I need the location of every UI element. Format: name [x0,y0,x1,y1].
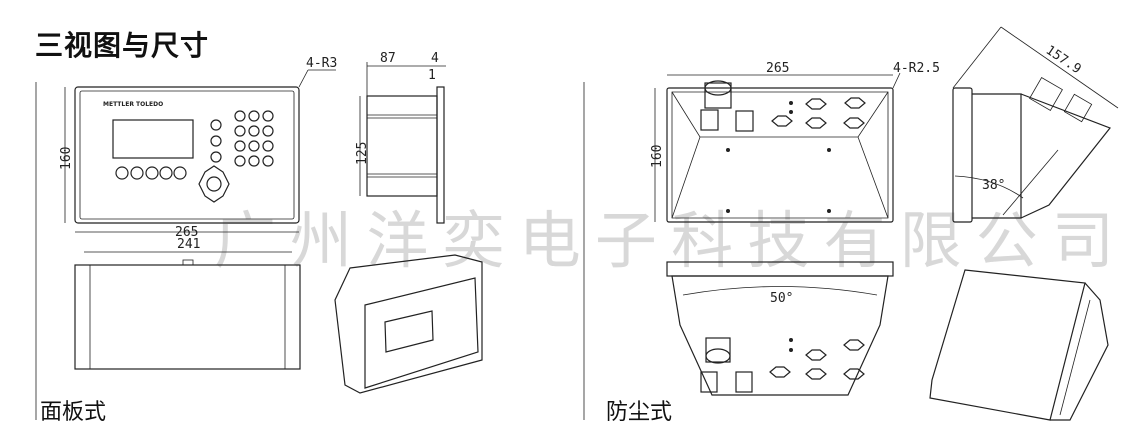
panel-bottom-view: 241 [74,237,301,370]
page-title: 三视图与尺寸 [35,29,210,62]
watermark: 广州洋奕电子科技有限公司 [214,204,1114,277]
dim-dust-corner: 4-R2.5 [893,61,940,76]
dim-panel-plate: 4 [431,51,439,66]
dim-panel-width: 265 [175,225,198,240]
brand-text: METTLER TOLEDO [103,101,163,108]
dim-panel-height: 160 [59,147,74,170]
dim-dust-height: 160 [650,145,665,168]
panel-mount-label: 面板式 [40,400,107,425]
dustproof-label: 防尘式 [606,400,673,425]
dim-dust-bottom-angle: 50° [770,291,793,306]
dim-dust-side-angle: 38° [982,178,1005,193]
dust-bottom-view: 50° [666,261,894,396]
panel-side-view: 87 4 1 125 [355,51,446,224]
dust-side-view: 157.9 38° [952,26,1119,223]
panel-front-view: METTLER TOLEDO 160 265 4-R3 [59,56,337,240]
panel-perspective-view [334,254,483,394]
dim-panel-side-height: 125 [355,142,370,165]
dust-rear-view: 265 4-R2.5 160 [650,61,940,223]
dim-panel-bottom-width: 241 [177,237,200,252]
dim-panel-depth: 87 [380,51,396,66]
dim-panel-gap: 1 [428,68,436,83]
dust-perspective-view [929,269,1109,421]
dim-panel-corner: 4-R3 [306,56,337,71]
dim-dust-width: 265 [766,61,789,76]
